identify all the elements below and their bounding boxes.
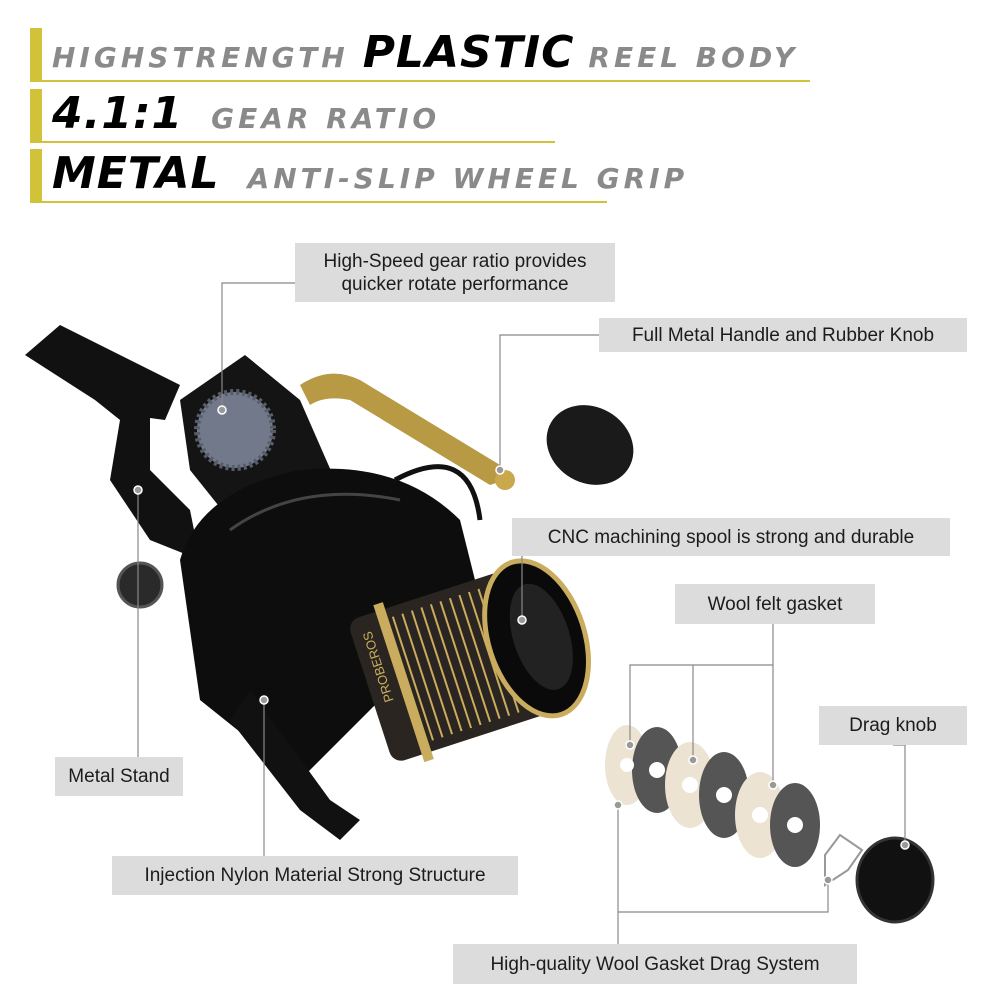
callout-text: quicker rotate performance — [341, 273, 569, 295]
callout-text: High-Speed gear ratio provides — [323, 250, 587, 272]
feature-row-gear: 4.1:1 gear ratio — [30, 88, 555, 143]
feature-row-body: Highstrength PLASTIC reel body — [30, 27, 810, 82]
drag-washers — [605, 725, 935, 924]
spool-rim — [373, 602, 434, 763]
accent-bar — [30, 28, 42, 82]
callout-nylon: Injection Nylon Material Strong Structur… — [112, 856, 518, 895]
anti-reverse-knob — [116, 561, 164, 609]
reel-foot — [25, 325, 200, 560]
feature-text: Highstrength — [52, 41, 349, 74]
callout-spool: CNC machining spool is strong and durabl… — [512, 518, 950, 556]
spool-cavity — [509, 583, 573, 690]
callout-gear-ratio: High-Speed gear ratio provides quicker r… — [295, 243, 615, 302]
rotor-highlight — [229, 492, 401, 532]
accent-bar — [30, 89, 42, 143]
feature-emphasis: METAL — [52, 148, 220, 199]
spool: PROBEROS — [350, 558, 591, 763]
handle-joint — [495, 470, 515, 490]
drag-knob — [855, 836, 935, 924]
bail-arm — [393, 464, 483, 521]
feature-text: reel body — [588, 41, 799, 74]
underline — [42, 80, 810, 82]
callout-drag-system: High-quality Wool Gasket Drag System — [453, 944, 857, 984]
feature-emphasis: 4.1:1 — [52, 88, 184, 139]
callout-metal-stand: Metal Stand — [55, 757, 183, 796]
callout-dots — [133, 405, 910, 885]
callout-felt-gasket: Wool felt gasket — [675, 584, 875, 624]
callout-drag-knob: Drag knob — [819, 706, 967, 745]
underline — [42, 201, 607, 203]
rubber-knob — [546, 405, 634, 485]
underline — [42, 141, 555, 143]
accent-bar — [30, 149, 42, 203]
feature-row-grip: METALanti-slip wheel grip — [30, 148, 684, 203]
feature-emphasis: PLASTIC — [362, 27, 575, 78]
feature-text: anti-slip wheel grip — [247, 162, 689, 195]
metal-handle — [300, 373, 505, 485]
callout-handle: Full Metal Handle and Rubber Knob — [599, 318, 967, 352]
metal-stand — [230, 690, 360, 840]
gear-icon — [194, 389, 276, 471]
feature-text: gear ratio — [211, 102, 441, 135]
